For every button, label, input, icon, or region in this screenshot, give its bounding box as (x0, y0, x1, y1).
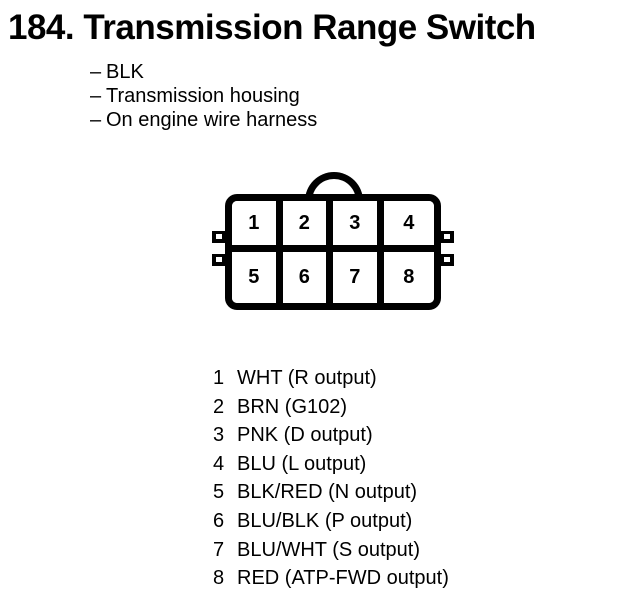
connector-tab-right-lower (439, 254, 454, 266)
pin-cavity-5: 5 (232, 252, 283, 303)
legend-pin-number: 2 (213, 395, 225, 418)
pin-cavity-4: 4 (383, 201, 434, 252)
attribute-list: – BLK – Transmission housing – On engine… (90, 60, 490, 132)
attribute-label: On engine wire harness (106, 109, 318, 131)
legend-pin-number: 7 (213, 538, 225, 561)
page-title: 184. Transmission Range Switch (8, 8, 536, 47)
legend-pin-label: BLK/RED (N output) (237, 481, 418, 504)
legend-item: 8 RED (ATP-FWD output) (213, 564, 613, 593)
legend-pin-label: WHT (R output) (237, 367, 377, 389)
dash-marker: – (90, 61, 102, 83)
pin-cavity-8: 8 (383, 252, 434, 303)
legend-pin-label: BLU/WHT (S output) (237, 538, 421, 561)
connector-tab-left-upper (212, 231, 227, 243)
connector-latch-icon (305, 172, 363, 201)
pin-cavity-2: 2 (282, 201, 333, 252)
legend-pin-number: 6 (213, 509, 225, 532)
legend-pin-label: RED (ATP-FWD output) (237, 567, 449, 590)
legend-pin-number: 1 (213, 367, 225, 389)
attribute-item: – BLK (90, 60, 490, 84)
connector-tab-right-upper (439, 231, 454, 243)
legend-pin-label: PNK (D output) (237, 424, 373, 447)
pin-cavity-7: 7 (333, 252, 384, 303)
legend-pin-number: 5 (213, 481, 225, 504)
legend-item: 7 BLU/WHT (S output) (213, 536, 613, 565)
connector-diagram: 1 2 3 4 5 6 7 8 (205, 172, 465, 322)
attribute-label: Transmission housing (106, 85, 300, 107)
legend-pin-number: 4 (213, 452, 225, 475)
legend-item: 3 PNK (D output) (213, 421, 613, 450)
pin-legend-list: 1 WHT (R output) 2 BRN (G102) 3 PNK (D o… (213, 364, 613, 593)
connector-body: 1 2 3 4 5 6 7 8 (225, 194, 441, 310)
legend-pin-number: 8 (213, 567, 225, 590)
legend-pin-label: BRN (G102) (237, 395, 348, 418)
attribute-label: BLK (106, 61, 144, 83)
dash-marker: – (90, 85, 102, 107)
legend-pin-label: BLU (L output) (237, 452, 367, 475)
legend-pin-label: BLU/BLK (P output) (237, 509, 413, 532)
legend-item: 5 BLK/RED (N output) (213, 478, 613, 507)
legend-pin-number: 3 (213, 424, 225, 447)
pin-cavity-3: 3 (333, 201, 384, 252)
connector-tab-left-lower (212, 254, 227, 266)
attribute-item: – Transmission housing (90, 84, 490, 108)
legend-item: 4 BLU (L output) (213, 450, 613, 479)
legend-item: 2 BRN (G102) (213, 393, 613, 422)
legend-item: 1 WHT (R output) (213, 364, 613, 393)
pin-cavity-1: 1 (232, 201, 283, 252)
legend-item: 6 BLU/BLK (P output) (213, 507, 613, 536)
dash-marker: – (90, 109, 102, 131)
pin-cavity-6: 6 (282, 252, 333, 303)
attribute-item: – On engine wire harness (90, 108, 490, 132)
